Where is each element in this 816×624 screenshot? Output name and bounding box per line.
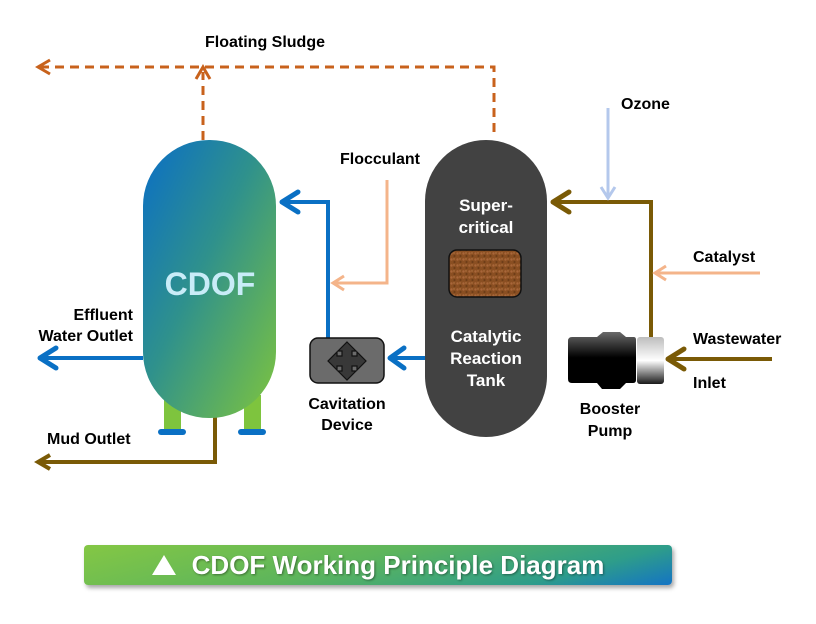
diagram-title: CDOF Working Principle Diagram [151, 549, 605, 581]
feed-arrow-icon [550, 189, 572, 215]
reaction-tank-top-line1: Super- [459, 196, 513, 215]
ozone-label: Ozone [621, 96, 670, 113]
reaction-tank-bottom-line2: Reaction [450, 349, 522, 368]
cavitation-label-line2: Device [321, 417, 373, 434]
flocculant-line [333, 180, 389, 285]
wastewater-label: Wastewater [693, 331, 781, 348]
cavitation-device [309, 337, 385, 384]
floating-sludge-line [40, 65, 496, 140]
sludge-arrow-up-icon [194, 64, 212, 80]
move-arrows-icon [327, 341, 367, 381]
wastewater-arrow-icon [665, 346, 687, 372]
catalyst-label: Catalyst [693, 249, 756, 266]
cavitation-to-cdof-line [282, 200, 330, 338]
sludge-arrow-left-icon [35, 58, 51, 76]
effluent-arrow-icon [37, 345, 59, 371]
cdof-tank-label: CDOF [165, 266, 256, 302]
reaction-tank-top-line2: critical [459, 218, 514, 237]
effluent-label-line1: Effluent [73, 307, 133, 324]
reaction-tank-bottom-line3: Tank [467, 371, 506, 390]
booster-pump-label-line2: Pump [588, 423, 633, 440]
ozone-arrow-icon [599, 186, 617, 201]
booster-pump [568, 332, 664, 389]
tank-foot-right [238, 429, 266, 435]
catalyst-bed [448, 249, 522, 298]
reaction-tank-bottom-line1: Catalytic [451, 327, 522, 346]
mud-outlet-line [40, 410, 217, 464]
flocculant-arrow-icon [330, 274, 345, 292]
flocculant-label: Flocculant [340, 151, 421, 168]
tank-foot-left [158, 429, 186, 435]
inlet-label: Inlet [693, 375, 727, 392]
cdof-inlet-arrow-icon [279, 189, 301, 215]
floating-sludge-label: Floating Sludge [205, 34, 325, 51]
mud-arrow-icon [34, 453, 52, 471]
feed-line [553, 200, 653, 340]
title-banner: CDOF Working Principle Diagram [84, 545, 672, 585]
catalyst-arrow-icon [652, 264, 667, 282]
triangle-up-icon [151, 555, 176, 575]
effluent-label-line2: Water Outlet [38, 328, 133, 345]
cavitation-inlet-arrow-icon [387, 345, 407, 371]
booster-pump-label-line1: Booster [580, 401, 640, 418]
diagram-title-text: CDOF Working Principle Diagram [191, 549, 605, 580]
mud-outlet-label: Mud Outlet [47, 431, 131, 448]
cavitation-label-line1: Cavitation [308, 396, 385, 413]
cdof-tank [143, 140, 276, 418]
